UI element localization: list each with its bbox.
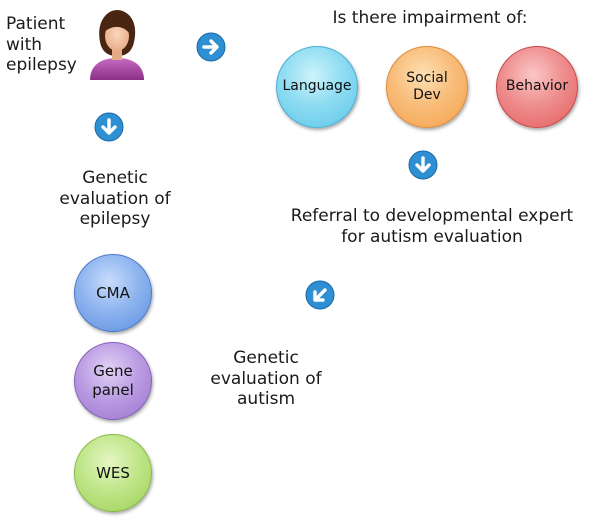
referral-label: Referral to developmental expert for aut… — [290, 206, 574, 247]
impairment-language-circle: Language — [276, 46, 358, 128]
impairment-social-dev-circle: Social Dev — [386, 46, 468, 128]
genetic-evaluation-epilepsy-label: Genetic evaluation of epilepsy — [59, 168, 171, 230]
arrow-down-left-icon — [305, 280, 335, 310]
arrow-right-icon — [196, 32, 226, 62]
arrow-down-icon — [94, 112, 124, 142]
test-wes-circle: WES — [74, 434, 152, 512]
patient-label: Patient with epilepsy — [6, 14, 77, 76]
impairment-behavior-circle: Behavior — [496, 46, 578, 128]
impairment-heading: Is there impairment of: — [332, 8, 528, 28]
test-cma-circle: CMA — [74, 254, 152, 332]
arrow-down-icon — [408, 150, 438, 180]
test-gene-panel-circle: Gene panel — [74, 342, 152, 420]
genetic-evaluation-autism-label: Genetic evaluation of autism — [210, 348, 322, 410]
female-user-icon — [86, 8, 148, 80]
